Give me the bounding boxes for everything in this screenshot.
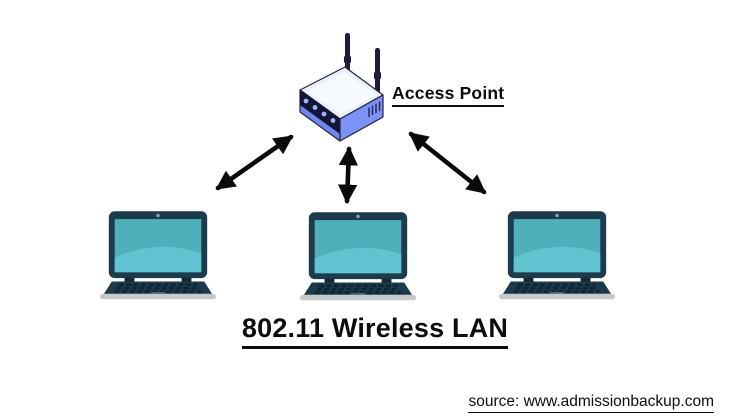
source-credit: source: www.admissionbackup.com bbox=[468, 393, 714, 413]
laptop-2-icon bbox=[299, 212, 417, 301]
access-point-label: Access Point bbox=[392, 83, 505, 107]
indicator-light-icon bbox=[321, 111, 327, 117]
arrow-ap-laptop-1 bbox=[215, 134, 294, 191]
laptop-1-icon bbox=[99, 211, 217, 300]
indicator-light-icon bbox=[312, 105, 318, 110]
indicator-light-icon bbox=[330, 118, 336, 123]
arrow-ap-laptop-2 bbox=[337, 146, 359, 204]
arrow-ap-laptop-3 bbox=[408, 131, 487, 195]
laptop-3-icon bbox=[498, 211, 616, 300]
access-point-icon bbox=[299, 33, 384, 142]
diagram-title: 802.11 Wireless LAN bbox=[0, 313, 750, 349]
vent-grille-icon bbox=[368, 101, 381, 117]
indicator-light-icon bbox=[303, 98, 309, 104]
